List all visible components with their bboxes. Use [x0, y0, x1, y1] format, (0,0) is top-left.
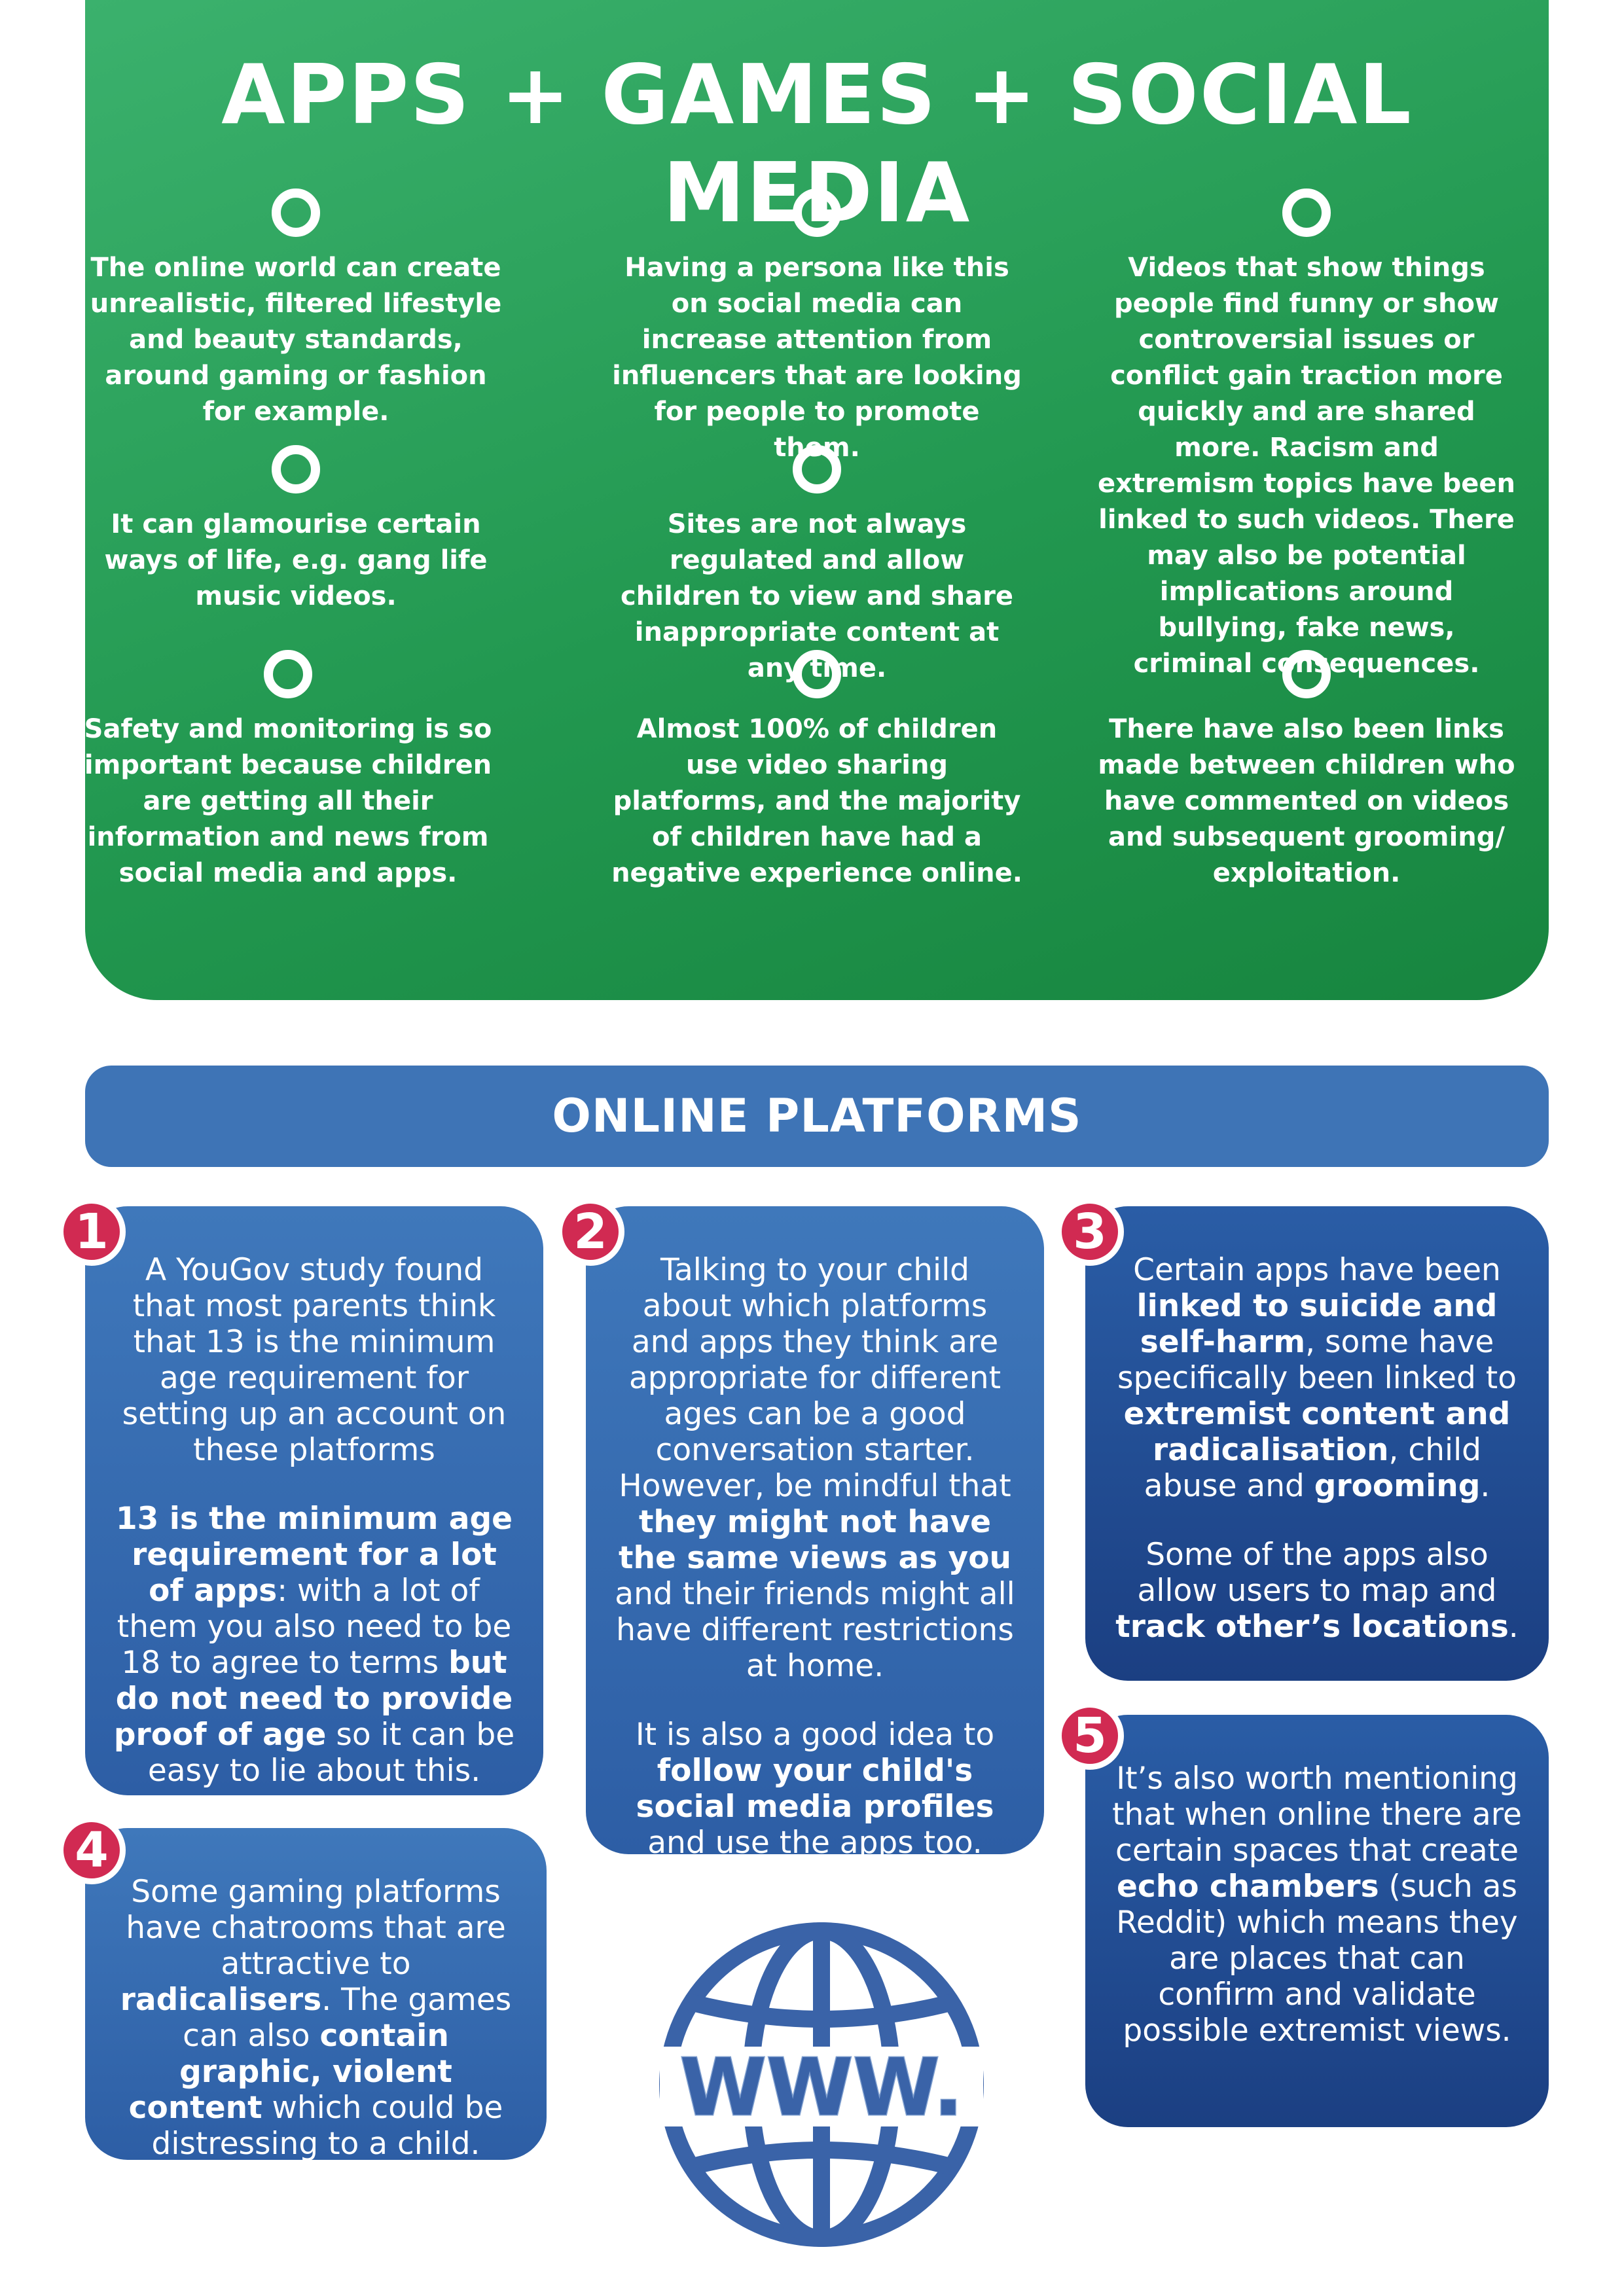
- info-point-text: There have also been links made between …: [1098, 714, 1515, 888]
- circle-bullet-icon: [272, 445, 320, 493]
- circle-bullet-icon: [793, 650, 841, 698]
- globe-www-icon: WWW.: [659, 1922, 984, 2247]
- card-text: Some of the apps also allow users to map…: [1137, 1537, 1497, 1609]
- info-point-text: It can glamourise certain ways of life, …: [104, 509, 488, 611]
- card-text: which could be distressing to a child.: [151, 2090, 503, 2162]
- card-text: .: [1508, 1609, 1519, 1645]
- info-point: The online world can create unrealistic,…: [86, 188, 505, 430]
- card-emphasis: track other’s locations: [1115, 1609, 1509, 1645]
- card-text: and their friends might all have differe…: [615, 1576, 1015, 1684]
- card-text: .: [1480, 1468, 1490, 1504]
- card-paragraph: It’s also worth mentioning that when onl…: [1111, 1761, 1523, 2049]
- platform-card: Some gaming platforms have chatrooms tha…: [85, 1828, 547, 2162]
- info-point: Videos that show things people find funn…: [1097, 188, 1516, 682]
- card-emphasis: radicalisers: [120, 1982, 322, 2018]
- card-text: Some gaming platforms have chatrooms tha…: [126, 1874, 506, 1982]
- info-point-text: Almost 100% of children use video sharin…: [611, 714, 1022, 888]
- info-point: It can glamourise certain ways of life, …: [86, 445, 505, 615]
- card-emphasis: but do not need to provide proof of age: [113, 1645, 513, 1753]
- page-title: APPS + GAMES + SOCIAL MEDIA: [221, 46, 1413, 241]
- card-text: Certain apps have been: [1133, 1252, 1501, 1288]
- card-paragraph: It is also a good idea to follow your ch…: [612, 1717, 1018, 1861]
- card-paragraph: Some of the apps also allow users to map…: [1111, 1537, 1523, 1645]
- online-platforms-banner: ONLINE PLATFORMS: [85, 1066, 1549, 1167]
- number-badge: 1: [58, 1198, 126, 1266]
- info-point: Having a persona like this on social med…: [607, 188, 1026, 466]
- circle-bullet-icon: [264, 650, 312, 698]
- circle-bullet-icon: [793, 445, 841, 493]
- card-emphasis: extremist content and radicalisation: [1123, 1396, 1511, 1468]
- card-emphasis: 13 is the minimum age requirement for a …: [115, 1501, 513, 1609]
- card-emphasis: grooming: [1314, 1468, 1481, 1504]
- platform-card: A YouGov study found that most parents t…: [85, 1206, 543, 1795]
- card-paragraph: A YouGov study found that most parents t…: [111, 1252, 517, 1468]
- card-emphasis: follow your child's social media profile…: [636, 1753, 994, 1825]
- card-text: , some have specifically been linked to: [1117, 1324, 1517, 1396]
- info-point: Almost 100% of children use video sharin…: [607, 650, 1026, 891]
- card-text: Talking to your child about which platfo…: [619, 1252, 1011, 1504]
- platform-card: Talking to your child about which platfo…: [586, 1206, 1044, 1861]
- card-text: , child abuse and: [1144, 1432, 1481, 1504]
- platform-card: Certain apps have been linked to suicide…: [1085, 1206, 1549, 1681]
- card-paragraph: Some gaming platforms have chatrooms tha…: [111, 1874, 520, 2162]
- number-badge: 5: [1056, 1702, 1124, 1770]
- card-paragraph: Talking to your child about which platfo…: [612, 1252, 1018, 1684]
- info-point-text: Having a persona like this on social med…: [612, 253, 1022, 463]
- card-emphasis: echo chambers: [1117, 1869, 1379, 1905]
- www-label: WWW.: [680, 2043, 964, 2134]
- card-paragraph: 13 is the minimum age requirement for a …: [111, 1501, 517, 1789]
- card-emphasis: linked to suicide and self-harm: [1136, 1288, 1498, 1360]
- apps-games-social-media-panel: [85, 0, 1549, 1000]
- platform-card: It’s also worth mentioning that when onl…: [1085, 1715, 1549, 2127]
- circle-bullet-icon: [272, 188, 320, 237]
- card-text: It’s also worth mentioning that when onl…: [1112, 1761, 1522, 1869]
- card-text: . The games can also: [183, 1982, 512, 2054]
- info-point: Safety and monitoring is so important be…: [79, 650, 497, 891]
- card-text: so it can be easy to lie about this.: [147, 1717, 515, 1789]
- info-point-text: Safety and monitoring is so important be…: [84, 714, 492, 888]
- card-text: and use the apps too.: [647, 1825, 983, 1861]
- card-text: A YouGov study found that most parents t…: [122, 1252, 507, 1468]
- card-emphasis: contain graphic, violent content: [128, 2018, 452, 2126]
- info-point-text: Videos that show things people find funn…: [1097, 253, 1516, 679]
- card-paragraph: Certain apps have been linked to suicide…: [1111, 1252, 1523, 1504]
- number-badge: 2: [556, 1198, 624, 1266]
- card-text: (such as Reddit) which means they are pl…: [1116, 1869, 1518, 2049]
- circle-bullet-icon: [1282, 650, 1331, 698]
- number-badge: 3: [1056, 1198, 1124, 1266]
- info-point: There have also been links made between …: [1097, 650, 1516, 891]
- card-text: : with a lot of them you also need to be…: [117, 1573, 512, 1681]
- circle-bullet-icon: [793, 188, 841, 237]
- card-emphasis: they might not have the same views as yo…: [619, 1504, 1011, 1576]
- circle-bullet-icon: [1282, 188, 1331, 237]
- number-badge: 4: [58, 1816, 126, 1884]
- card-text: It is also a good idea to: [635, 1717, 995, 1753]
- info-point-text: The online world can create unrealistic,…: [90, 253, 502, 427]
